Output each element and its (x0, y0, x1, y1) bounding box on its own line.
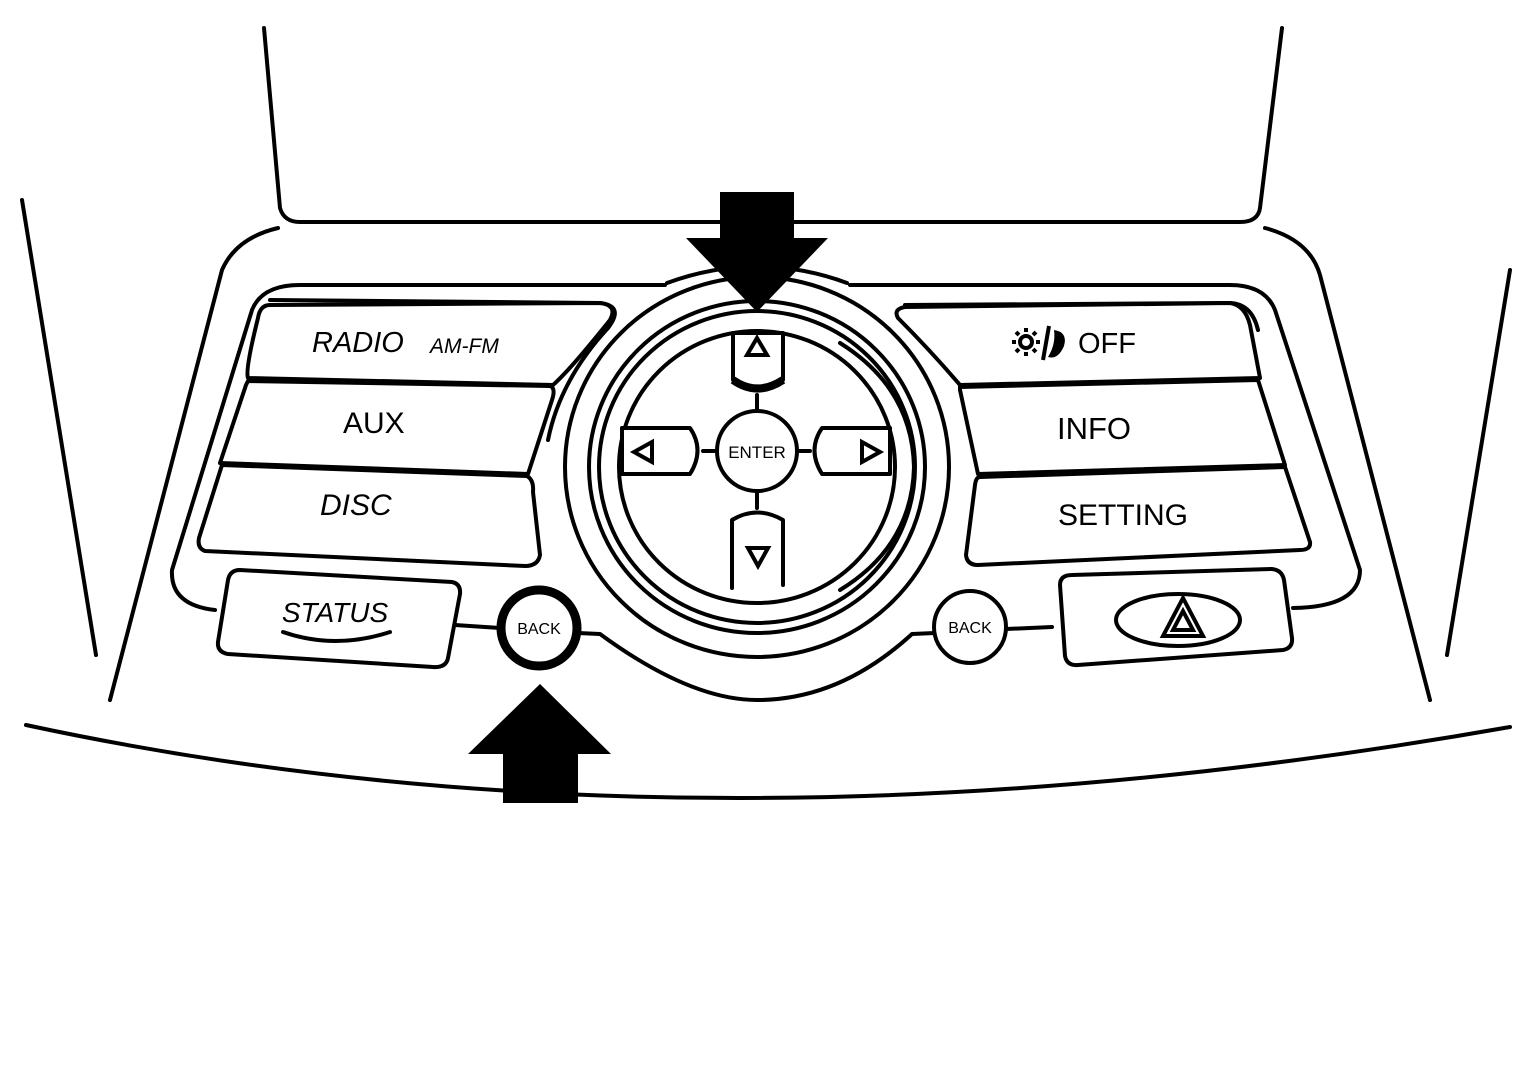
dashboard-outline (20, 26, 1512, 800)
radio-sub-label: AM-FM (428, 335, 499, 358)
down-arrow-icon (686, 192, 828, 312)
status-label: STATUS (282, 597, 389, 628)
down-button[interactable] (730, 510, 785, 590)
info-button[interactable]: INFO (958, 378, 1287, 476)
up-button[interactable] (730, 331, 786, 393)
back-right-label: BACK (948, 620, 992, 637)
right-button[interactable] (812, 426, 892, 476)
left-triangle-icon (629, 438, 654, 466)
back-left-label: BACK (517, 621, 561, 638)
disc-label: DISC (320, 489, 392, 522)
aux-button[interactable]: AUX (218, 379, 556, 476)
enter-label: ENTER (728, 443, 786, 462)
hazard-button[interactable] (1058, 567, 1295, 668)
enter-button[interactable]: ENTER (715, 409, 799, 493)
info-label: INFO (1057, 411, 1131, 446)
brightness-off-button[interactable]: OFF (894, 301, 1262, 387)
setting-label: SETTING (1058, 499, 1188, 532)
off-label: OFF (1078, 328, 1136, 360)
back-button-right[interactable]: BACK (932, 589, 1008, 665)
status-button[interactable]: STATUS (215, 568, 463, 670)
hazard-triangle-icon (1159, 593, 1207, 638)
radio-button[interactable]: RADIO AM-FM (245, 301, 615, 387)
setting-button[interactable]: SETTING (964, 465, 1313, 567)
radio-label: RADIO (312, 327, 404, 359)
up-arrow-icon (468, 684, 611, 803)
aux-label: AUX (343, 407, 405, 440)
left-button[interactable] (620, 426, 700, 476)
right-triangle-icon (860, 438, 885, 466)
disc-button[interactable]: DISC (196, 463, 542, 568)
brightness-day-night-icon (1012, 325, 1065, 361)
up-triangle-icon (743, 334, 771, 357)
back-button-left[interactable]: BACK (496, 585, 582, 671)
down-triangle-icon (744, 546, 772, 571)
